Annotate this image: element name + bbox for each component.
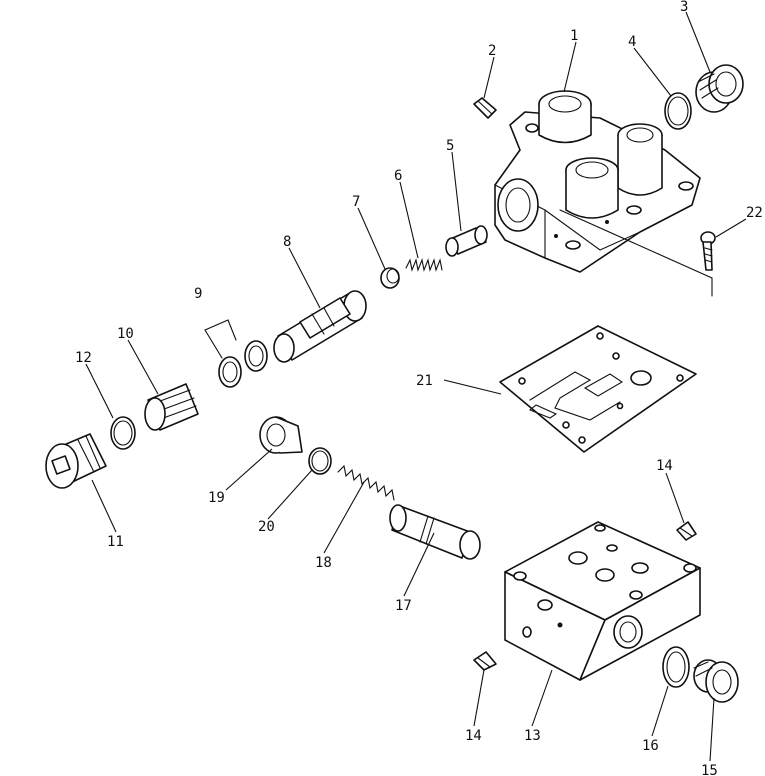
part-4-o-ring (664, 92, 692, 130)
label-9: 9 (194, 286, 202, 302)
label-18: 18 (315, 555, 332, 571)
label-14-upper: 14 (656, 458, 673, 474)
label-2: 2 (488, 43, 496, 59)
label-15: 15 (701, 763, 718, 776)
label-17: 17 (395, 598, 412, 614)
part-15-plug (693, 659, 739, 703)
label-19: 19 (208, 490, 225, 506)
label-3: 3 (680, 0, 688, 15)
label-20: 20 (258, 519, 275, 535)
label-10: 10 (117, 326, 134, 342)
part-17-piston (389, 504, 481, 560)
part-labels: 1 2 3 4 5 6 7 8 9 10 11 12 13 14 14 15 1… (75, 0, 763, 776)
part-5-sleeve (445, 225, 488, 257)
label-13: 13 (524, 728, 541, 744)
label-1: 1 (570, 28, 578, 44)
part-18-spring (337, 464, 395, 501)
part-10-spring (144, 383, 199, 431)
part-9-rings (204, 319, 268, 388)
label-22: 22 (746, 205, 763, 221)
part-6-spring (405, 258, 443, 272)
label-16: 16 (642, 738, 659, 754)
part-8-spool (273, 290, 367, 363)
part-2-plug (473, 97, 497, 119)
label-4: 4 (628, 34, 636, 50)
part-19-plug (259, 416, 303, 454)
label-5: 5 (446, 138, 454, 154)
part-11-plug (45, 433, 107, 489)
label-21: 21 (416, 373, 433, 389)
part-14-plug-upper (676, 521, 697, 541)
label-8: 8 (283, 234, 291, 250)
part-13-lower-block (504, 521, 701, 681)
part-7-seat (380, 267, 400, 289)
label-7: 7 (352, 194, 360, 210)
part-1-valve-body (494, 90, 713, 297)
part-14-plug-lower (473, 651, 497, 671)
part-12-o-ring (110, 416, 136, 450)
label-6: 6 (394, 168, 402, 184)
part-22-bolt (700, 231, 716, 271)
label-11: 11 (107, 534, 124, 550)
part-21-gasket (499, 325, 697, 453)
label-14-lower: 14 (465, 728, 482, 744)
part-3-plug (695, 64, 744, 113)
label-12: 12 (75, 350, 92, 366)
leader-lines (85, 11, 747, 762)
